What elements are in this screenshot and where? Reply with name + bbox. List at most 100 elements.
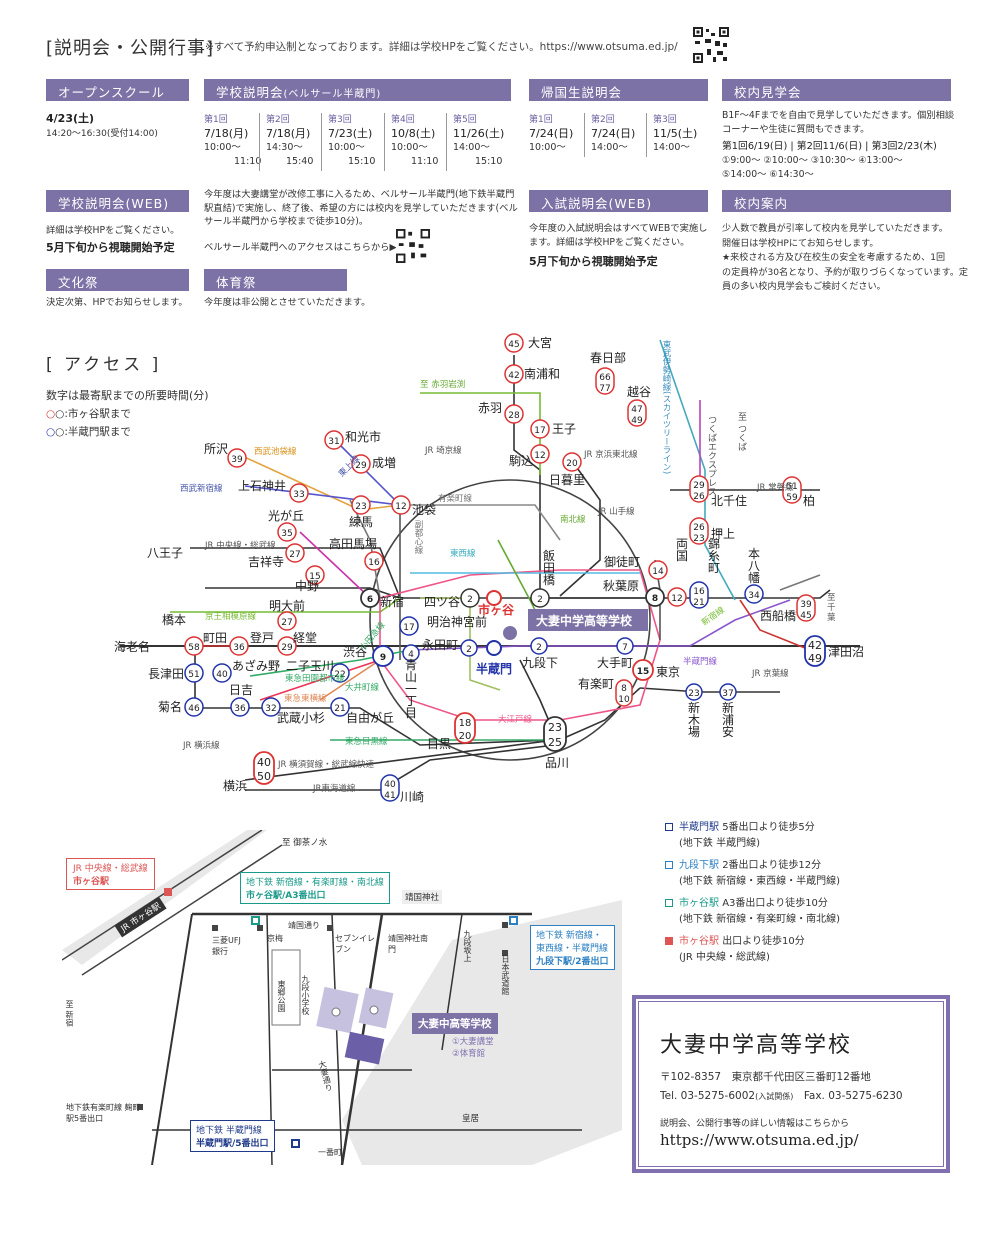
tour-desc: B1F〜4Fまでを自由で見学していただきます。個別相談コーナーや生徒に質問もでき… <box>722 110 955 135</box>
open-school-date: 4/23(土) <box>46 112 95 125</box>
svg-text:27: 27 <box>289 550 300 560</box>
svg-text:40: 40 <box>384 780 396 790</box>
svg-text:和光市: 和光市 <box>345 429 381 444</box>
festival-desc: 決定次第、HPでお知らせします。 <box>46 297 188 308</box>
tsukuba-label: 至 つくば <box>736 412 746 451</box>
svg-text:35: 35 <box>281 529 292 539</box>
svg-text:練馬: 練馬 <box>349 515 373 529</box>
svg-text:33: 33 <box>293 490 304 500</box>
legend-red: ○○:市ヶ谷駅まで <box>46 408 131 420</box>
svg-text:自由が丘: 自由が丘 <box>346 710 394 725</box>
svg-text:2: 2 <box>466 645 472 655</box>
svg-text:25: 25 <box>548 736 562 749</box>
svg-text:吉祥寺: 吉祥寺 <box>248 555 284 569</box>
svg-text:50: 50 <box>257 770 271 783</box>
svg-text:千: 千 <box>827 602 836 613</box>
svg-text:58: 58 <box>188 643 200 653</box>
guide-desc: 少人数で教員が引率して校内を見学していただきます。開催日は学校HPにてお知らせし… <box>722 224 969 292</box>
svg-text:16: 16 <box>368 558 380 568</box>
svg-text:日吉: 日吉 <box>229 683 253 697</box>
kyoume-label: 京梅 <box>267 934 283 943</box>
svg-text:秋葉原: 秋葉原 <box>603 579 639 593</box>
svg-text:2: 2 <box>536 643 542 653</box>
svg-text:八: 八 <box>748 559 760 573</box>
svg-text:浦: 浦 <box>722 713 734 727</box>
exam-web-start: 5月下旬から視聴開始予定 <box>529 255 658 268</box>
svg-text:大井町線: 大井町線 <box>345 682 380 693</box>
svg-text:両: 両 <box>676 537 688 551</box>
budokan-label: 日本武道館 <box>501 955 510 995</box>
svg-text:12: 12 <box>395 502 406 512</box>
svg-text:春日部: 春日部 <box>590 350 626 365</box>
school-note: 説明会、公開行事等の詳しい情報はこちらから <box>660 1119 850 1129</box>
svg-text:市ヶ谷: 市ヶ谷 <box>478 602 515 617</box>
svg-text:目: 目 <box>405 706 417 720</box>
svg-text:JR 常磐線: JR 常磐線 <box>756 482 794 493</box>
kojimachi-label: 地下鉄有楽町線 麹町駅5番出口 <box>66 1103 141 1123</box>
svg-text:八王子: 八王子 <box>147 546 183 560</box>
svg-text:山: 山 <box>405 670 417 684</box>
kokyo-label: 皇居 <box>462 1114 480 1124</box>
svg-text:所沢: 所沢 <box>204 442 228 456</box>
svg-text:34: 34 <box>748 591 760 601</box>
svg-text:JR 横須賀線・総武線快速: JR 横須賀線・総武線快速 <box>277 759 375 770</box>
svg-text:菊名: 菊名 <box>158 699 182 714</box>
tour-times: ①9:00〜 ②10:00〜 ③10:30〜 ④13:00〜⑤14:00〜 ⑥1… <box>722 155 903 180</box>
qr-code-icon[interactable] <box>396 229 430 263</box>
svg-text:南浦和: 南浦和 <box>524 366 560 381</box>
school-name: 大妻中学高等学校 <box>660 1033 853 1058</box>
svg-text:町田: 町田 <box>203 631 227 645</box>
svg-text:明大前: 明大前 <box>269 598 305 613</box>
svg-text:日暮里: 日暮里 <box>549 473 585 487</box>
svg-text:葉: 葉 <box>827 612 836 623</box>
svg-text:59: 59 <box>786 493 798 503</box>
map-school-box: 大妻中高等学校 <box>412 1013 498 1034</box>
svg-text:一: 一 <box>405 682 417 696</box>
svg-text:津田沼: 津田沼 <box>828 645 864 659</box>
svg-text:四ツ谷: 四ツ谷 <box>424 595 460 609</box>
route-item: 市ヶ谷駅 A3番出口より徒歩10分(地下鉄 新宿線・有楽町線・南北線) <box>665 896 840 928</box>
svg-text:海老名: 海老名 <box>114 639 150 654</box>
svg-text:場: 場 <box>688 725 700 739</box>
web-briefing-desc: 詳細は学校HPをご覧ください。 <box>46 225 180 236</box>
svg-text:町: 町 <box>708 561 720 575</box>
svg-text:41: 41 <box>384 791 395 801</box>
svg-text:新: 新 <box>688 700 700 715</box>
togo-label: 東郷公園 <box>277 980 286 1012</box>
svg-text:2: 2 <box>467 595 473 605</box>
svg-text:糸: 糸 <box>708 549 720 563</box>
svg-text:錦: 錦 <box>708 536 720 551</box>
svg-text:29: 29 <box>355 461 367 471</box>
svg-text:49: 49 <box>808 652 822 665</box>
svg-text:永田町: 永田町 <box>422 638 458 652</box>
svg-text:中野: 中野 <box>295 578 319 593</box>
route-item: 市ヶ谷駅 出口より徒歩10分(JR 中央線・総武線) <box>665 934 840 966</box>
school-address: 〒102-8357 東京都千代田区三番町12番地 <box>660 1071 871 1083</box>
svg-text:4: 4 <box>408 650 414 660</box>
svg-text:光が丘: 光が丘 <box>268 508 304 523</box>
qr-code-icon[interactable] <box>693 27 729 63</box>
svg-text:長津田: 長津田 <box>148 667 184 681</box>
svg-text:20: 20 <box>566 459 578 469</box>
svg-text:32: 32 <box>265 704 276 714</box>
svg-text:66: 66 <box>599 373 611 383</box>
school-info-box: 大妻中学高等学校 〒102-8357 東京都千代田区三番町12番地 Tel. 0… <box>632 995 950 1173</box>
svg-text:40: 40 <box>257 756 271 769</box>
svg-text:経堂: 経堂 <box>293 631 317 645</box>
school-url-link[interactable]: https://www.otsuma.ed.jp/ <box>660 1131 859 1149</box>
shogakko-label: 九段小学校 <box>301 975 310 1015</box>
svg-text:47: 47 <box>631 405 642 415</box>
venue-access-link[interactable]: ベルサール半蔵門へのアクセスはこちらから▶ <box>204 242 397 253</box>
svg-text:川崎: 川崎 <box>400 790 424 804</box>
exam-web-bar: 入試説明会(WEB) <box>529 190 708 212</box>
svg-text:東京: 東京 <box>656 665 680 679</box>
svg-text:18: 18 <box>459 718 472 729</box>
svg-text:九段下: 九段下 <box>522 655 558 670</box>
